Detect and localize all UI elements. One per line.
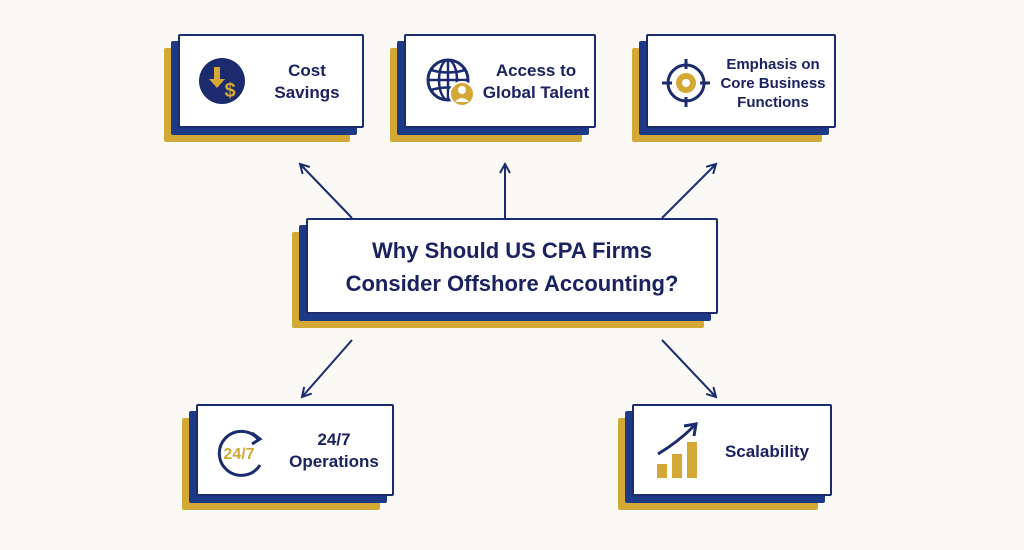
- operations-line-1: 24/7: [317, 430, 351, 449]
- globe-person-icon: [426, 58, 475, 107]
- core-business-line-2: Core Business: [720, 75, 826, 92]
- arrow-to-operations: [302, 339, 353, 397]
- operations-line-2: Operations: [289, 452, 379, 471]
- arrow-to-core-business: [661, 164, 716, 219]
- arrow-to-cost-savings: [300, 164, 353, 219]
- scalability-card: Scalability: [632, 404, 832, 496]
- central-question-card: Why Should US CPA Firms Consider Offshor…: [306, 218, 718, 314]
- dollar-down-arrow-icon: $: [199, 58, 245, 104]
- global-talent-line-1: Access to: [495, 61, 577, 80]
- target-crosshair-icon: [662, 59, 710, 107]
- core-business-label: Emphasis on Core Business Functions: [712, 55, 834, 112]
- svg-text:$: $: [224, 80, 235, 102]
- central-question-line-2: Consider Offshore Accounting?: [345, 271, 679, 296]
- clock-cycle-icon: 24/7: [217, 429, 263, 477]
- core-business-card: Emphasis on Core Business Functions: [646, 34, 836, 128]
- operations-label: 24/7 Operations: [280, 429, 388, 473]
- central-question-title: Why Should US CPA Firms Consider Offshor…: [308, 234, 716, 300]
- arrow-to-scalability: [661, 339, 716, 397]
- growth-chart-icon: [657, 422, 698, 478]
- global-talent-card: Access to Global Talent: [404, 34, 596, 128]
- global-talent-line-2: Global Talent: [482, 83, 590, 102]
- core-business-line-1: Emphasis on: [726, 56, 820, 73]
- central-question-line-1: Why Should US CPA Firms: [372, 238, 652, 263]
- cost-savings-label: Cost Savings: [256, 60, 358, 104]
- scalability-line-1: Scalability: [724, 442, 810, 461]
- scalability-label: Scalability: [712, 441, 822, 463]
- operations-icon-text: 24/7: [223, 446, 254, 463]
- cost-savings-card: $ Cost Savings: [178, 34, 364, 128]
- operations-card: 24/7 24/7 Operations: [196, 404, 394, 496]
- cost-savings-line-2: Savings: [274, 83, 340, 102]
- core-business-line-3: Functions: [737, 94, 809, 111]
- global-talent-label: Access to Global Talent: [480, 60, 592, 104]
- cost-savings-line-1: Cost: [288, 61, 326, 80]
